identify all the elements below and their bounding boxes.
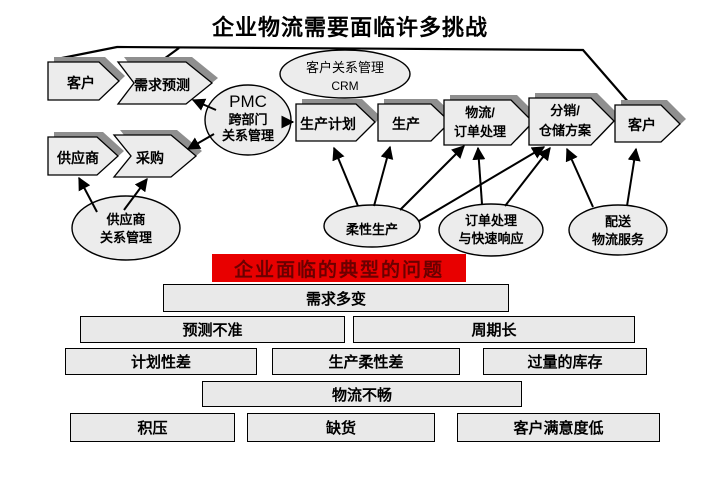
chevron-customer-right-shape	[614, 100, 686, 143]
chevron-procurement-label: 采购	[136, 150, 164, 166]
delivery-logistics-ellipse-shape	[568, 204, 668, 256]
chevron-distribution-label: 分销/ 仓储方案	[538, 103, 591, 138]
problem-box-logistics-unsmooth: 物流不畅	[202, 381, 522, 407]
arrow-pmc-to-demand-forecast	[191, 98, 217, 111]
chevron-supplier-shape	[47, 132, 124, 176]
chevron-customer-left-shape	[47, 57, 125, 101]
chevron-procurement-shape	[112, 130, 202, 178]
problem-box-long-cycle: 周期长	[353, 316, 635, 343]
arrow-srm-to-supplier	[78, 176, 98, 213]
problem-box-excess-inventory: 过量的库存	[483, 348, 647, 375]
supplier-relationship-ellipse-label: 供应商 关系管理	[99, 212, 152, 245]
arrow-flexible-to-production	[373, 145, 394, 207]
supplier-relationship-ellipse-shape	[71, 195, 181, 261]
problem-box-backlog: 积压	[70, 413, 235, 442]
order-response-ellipse-shape	[438, 203, 544, 257]
crm-ellipse-shape	[279, 49, 411, 99]
chevron-production-plan-label: 生产计划	[300, 116, 356, 132]
arrow-pmc-to-procurement	[186, 133, 215, 150]
arrow-flexible-to-production-plan	[332, 146, 359, 207]
pmc-ellipse-label: PMC 跨部门 关系管理	[221, 92, 274, 143]
arrow-order-response-to-logistics-order	[472, 146, 486, 205]
chevron-logistics-order-label: 物流/ 订单处理	[453, 105, 506, 139]
problem-box-forecast-inaccurate: 预测不准	[80, 316, 345, 343]
arrow-delivery-to-customer	[626, 147, 641, 207]
arrow-srm-to-procurement	[123, 177, 148, 211]
chevron-demand-forecast-shape	[116, 57, 218, 105]
flexible-production-ellipse-label: 柔性生产	[345, 222, 398, 237]
chevron-demand-forecast-label: 需求预测	[134, 77, 190, 93]
problem-box-poor-production-flexibility: 生产柔性差	[272, 348, 460, 375]
flexible-production-ellipse-shape	[323, 204, 421, 248]
arrow-order-response-to-distribution	[504, 146, 551, 207]
chevron-logistics-order-shape	[443, 95, 539, 146]
page-title: 企业物流需要面临许多挑战	[211, 15, 488, 40]
problem-box-low-customer-satisfaction: 客户满意度低	[457, 413, 660, 442]
chevron-distribution-shape	[528, 93, 620, 146]
problems-banner: 企业面临的典型的问题	[212, 254, 466, 282]
chevron-customer-right-label: 客户	[628, 117, 656, 133]
crm-ellipse-label: 客户关系管理 CRM	[305, 60, 384, 93]
delivery-logistics-ellipse-label: 配送 物流服务	[591, 214, 644, 247]
chevron-production-plan-shape	[295, 99, 381, 142]
chevron-customer-left-label: 客户	[67, 75, 95, 91]
arrow-flexible-to-logistics-order	[399, 145, 465, 211]
problem-box-poor-planning: 计划性差	[65, 348, 257, 375]
arrow-delivery-to-distribution	[565, 147, 594, 208]
feedback-line	[56, 45, 631, 105]
chevron-production-label: 生产	[392, 116, 420, 132]
problem-box-stockout: 缺货	[247, 413, 435, 442]
problem-box-demand-volatile: 需求多变	[163, 284, 509, 312]
order-response-ellipse-label: 订单处理 与快速响应	[458, 213, 524, 246]
chevron-production-shape	[377, 99, 456, 142]
chevron-supplier-label: 供应商	[57, 150, 99, 166]
